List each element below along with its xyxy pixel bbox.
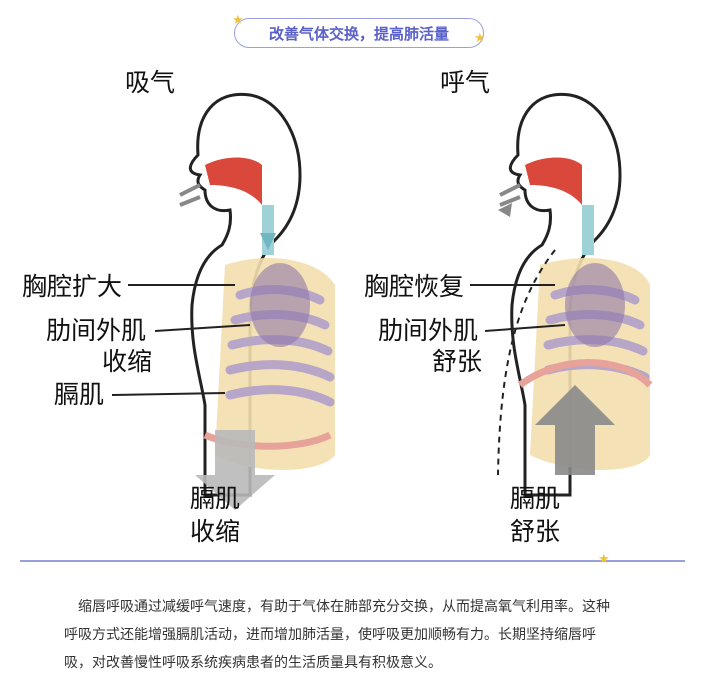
label-chest-recover: 胸腔恢复: [364, 272, 465, 301]
exhale-diaphragm-arrow: [535, 385, 615, 475]
section-divider: [20, 560, 685, 562]
inhale-title: 吸气: [125, 68, 176, 97]
star-icon: ★: [232, 13, 244, 28]
label-relax-right: 舒张: [432, 347, 483, 376]
label-diaphragm-contract-left: 收缩: [190, 517, 241, 546]
paragraph-line: 缩唇呼吸通过减缓呼气速度，有助于气体在肺部充分交换，从而提高氧气利用率。这种: [78, 599, 610, 615]
title-banner: 改善气体交换，提高肺活量: [234, 18, 484, 48]
label-diaphragm-relax-right: 舒张: [510, 517, 561, 546]
label-intercostal-right: 肋间外肌: [378, 316, 479, 345]
label-intercostal-left: 肋间外肌: [46, 316, 147, 345]
label-diaphragm-state-right: 膈肌: [510, 484, 561, 513]
inhale-leader-lines: [111, 284, 251, 396]
description-paragraph: 缩唇呼吸通过减缓呼气速度，有助于气体在肺部充分交换，从而提高氧气利用率。这种 呼…: [64, 593, 684, 677]
label-chest-expand: 胸腔扩大: [22, 272, 123, 301]
label-diaphragm-left: 膈肌: [54, 380, 105, 409]
anatomy-svg: [111, 92, 653, 510]
page-title: 改善气体交换，提高肺活量: [268, 24, 449, 43]
exhale-title: 呼气: [440, 68, 491, 97]
paragraph-line: 呼吸方式还能增强膈肌活动，进而增加肺活量，使呼吸更加顺畅有力。长期坚持缩唇呼: [64, 627, 596, 643]
exhale-airway: [498, 157, 594, 255]
label-contract-left: 收缩: [102, 347, 153, 376]
star-icon: ★: [474, 31, 486, 46]
inhale-ribcage: [203, 257, 335, 470]
inhale-diaphragm-arrow: [195, 430, 275, 510]
star-icon: ★: [598, 552, 610, 567]
breathing-illustration: 吸气 胸腔扩大 肋间外肌 收缩 膈肌 膈肌 收缩 呼气 胸腔恢复 肋间外肌 舒张…: [0, 55, 707, 555]
exhale-leader-lines: [470, 249, 566, 476]
inhale-airway: [179, 157, 276, 255]
label-diaphragm-state-left: 膈肌: [190, 484, 241, 513]
paragraph-line: 吸，对改善慢性呼吸系统疾病患者的生活质量具有积极意义。: [64, 655, 442, 671]
